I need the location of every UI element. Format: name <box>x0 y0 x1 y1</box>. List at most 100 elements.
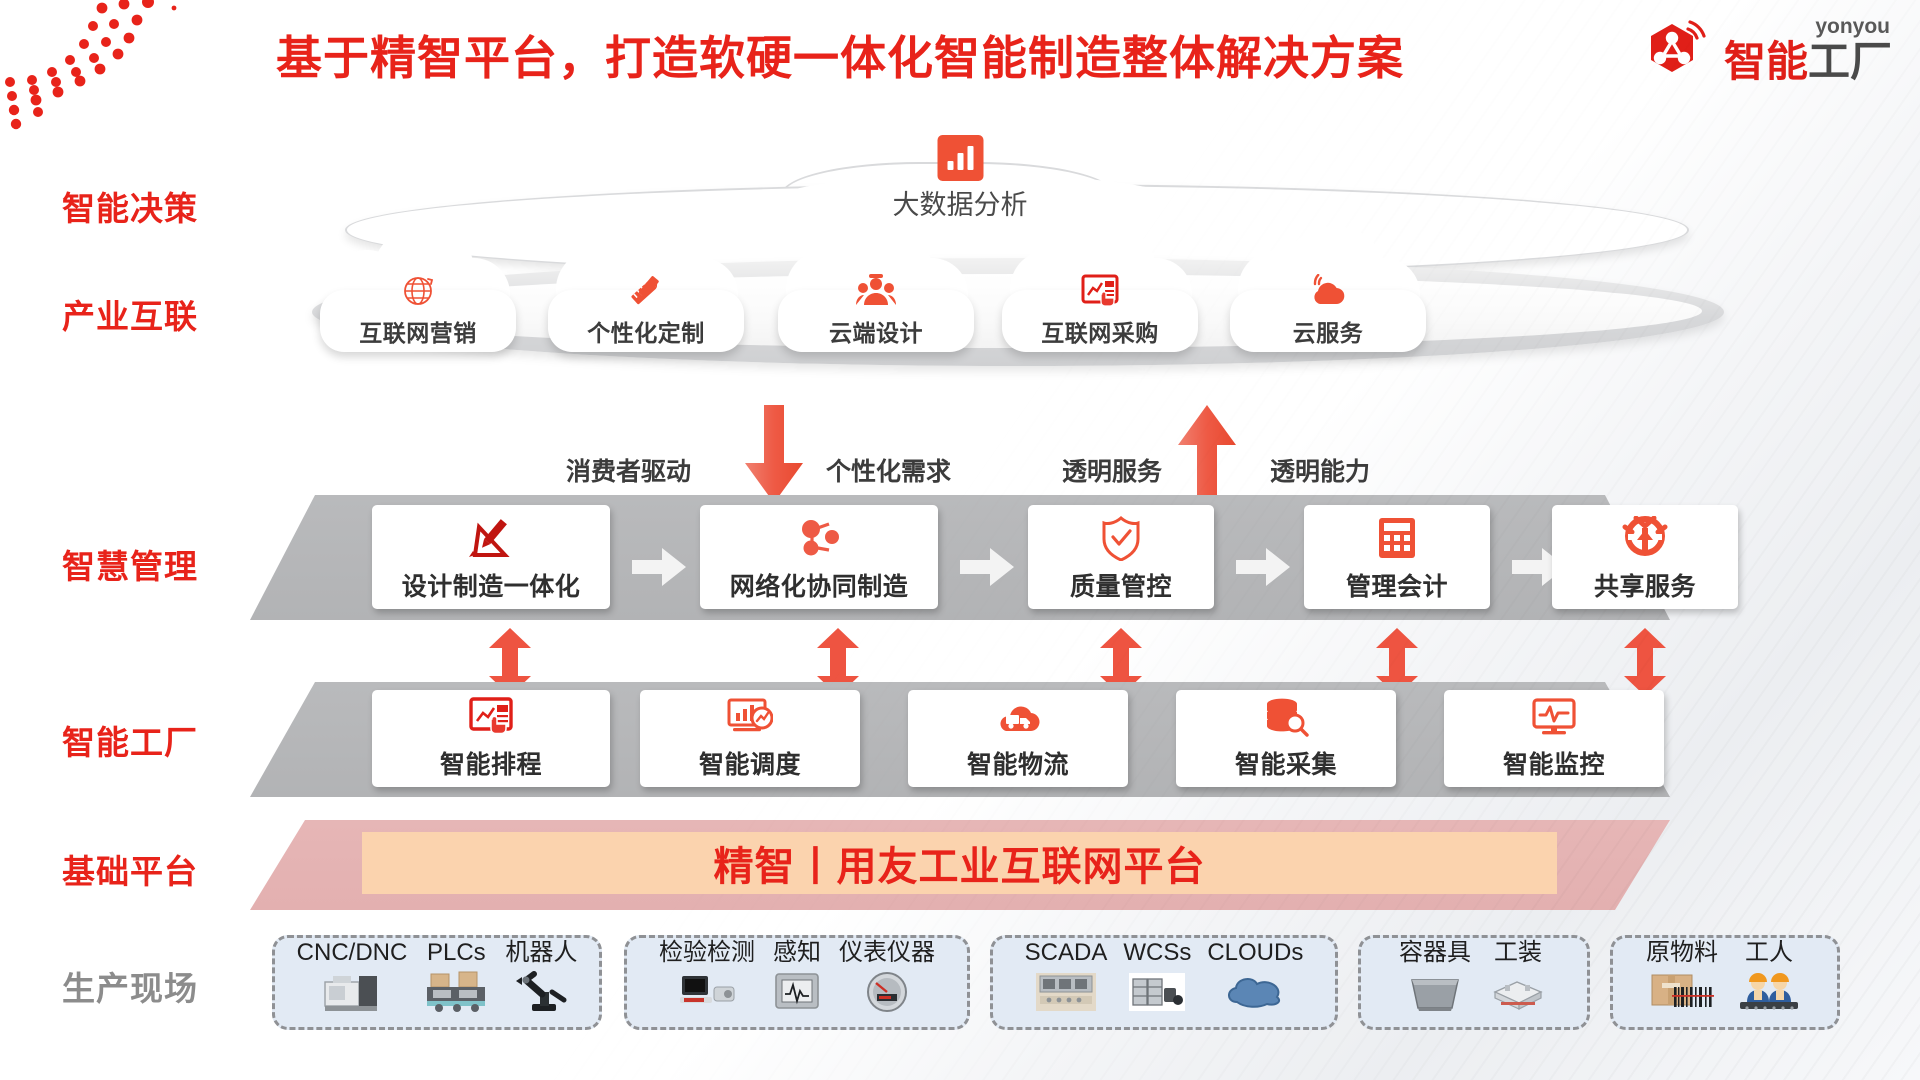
production-item-label: 感知 <box>773 939 821 966</box>
production-item[interactable]: 容器具 <box>1391 939 1479 1018</box>
production-item[interactable]: 仪表仪器 <box>831 939 943 1018</box>
red-double-arrow <box>1100 628 1142 696</box>
plc-rack-icon <box>423 966 489 1018</box>
row-label-production: 生产现场 <box>62 970 198 1007</box>
platform-inner: 精智丨用友工业互联网平台 <box>362 832 1557 894</box>
share-hands-icon <box>1622 511 1668 565</box>
production-item-label: CNC/DNC <box>296 939 408 966</box>
cloud-label: 互联网营销 <box>359 320 477 346</box>
production-item-label: 工装 <box>1494 939 1542 966</box>
barcode-carton-icon <box>1648 966 1716 1018</box>
scada-panel-icon <box>1033 966 1099 1018</box>
big-data-label: 大数据分析 <box>892 190 1028 220</box>
factory-card-smart-logistics[interactable]: 智能物流 <box>908 690 1128 787</box>
mgmt-card-shared-service[interactable]: 共享服务 <box>1552 505 1738 609</box>
factory-card-smart-scheduling[interactable]: 智能排程 <box>372 690 610 787</box>
row-label-platform: 基础平台 <box>62 853 198 890</box>
card-label: 网络化协同制造 <box>729 573 909 601</box>
cloud-item-customization[interactable]: 个性化定制 <box>546 226 746 352</box>
page-title: 基于精智平台，打造软硬一体化智能制造整体解决方案 <box>276 32 1404 84</box>
production-item-label: CLOUDs <box>1207 939 1304 966</box>
inspection-device-icon <box>676 966 738 1018</box>
brand-cn-red: 智能 <box>1723 38 1808 85</box>
production-item[interactable]: WCSs <box>1115 939 1199 1018</box>
big-data-analytics: 大数据分析 <box>893 135 1028 222</box>
card-label: 管理会计 <box>1345 573 1448 601</box>
node-share-icon <box>796 511 842 565</box>
brand-logo: yonyou 智能工厂 <box>1638 14 1892 92</box>
card-label: 智能排程 <box>439 751 542 779</box>
card-label: 设计制造一体化 <box>401 573 581 601</box>
mgmt-card-networked-manufacturing[interactable]: 网络化协同制造 <box>700 505 938 609</box>
card-label: 智能调度 <box>698 751 801 779</box>
cloud-label: 个性化定制 <box>587 320 705 346</box>
red-double-arrow <box>489 628 531 696</box>
production-item[interactable]: 检验检测 <box>651 939 763 1018</box>
factory-card-smart-monitoring[interactable]: 智能监控 <box>1444 690 1664 787</box>
robot-arm-icon <box>512 966 570 1018</box>
production-item-label: 工人 <box>1745 939 1793 966</box>
cloud-label: 互联网采购 <box>1041 320 1159 346</box>
production-item[interactable]: CNC/DNC <box>289 939 416 1018</box>
production-item-label: WCSs <box>1123 939 1192 966</box>
flow-label-transparent-capability: 透明能力 <box>1270 458 1371 486</box>
brand-latin-text: yonyou <box>1815 15 1890 38</box>
production-item[interactable]: PLCs <box>415 939 497 1018</box>
brand-chinese-text: 智能工厂 <box>1724 41 1892 83</box>
red-double-arrow <box>1376 628 1418 696</box>
shield-check-icon <box>1100 511 1142 565</box>
ruler-pen-design-icon <box>467 511 515 565</box>
production-item[interactable]: CLOUDs <box>1199 939 1311 1018</box>
production-item-label: SCADA <box>1024 939 1108 966</box>
production-item-label: 机器人 <box>505 939 578 966</box>
factory-card-smart-collection[interactable]: 智能采集 <box>1176 690 1396 787</box>
database-search-icon <box>1263 690 1309 743</box>
demand-down-arrow <box>745 405 803 503</box>
ruler-pencil-icon <box>546 269 746 313</box>
production-group-systems[interactable]: SCADA WCSs <box>990 935 1338 1030</box>
cloud-item-cloud-design[interactable]: 云端设计 <box>776 226 976 352</box>
card-label: 智能监控 <box>1502 751 1605 779</box>
container-bin-icon <box>1404 966 1466 1018</box>
factory-card-smart-dispatch[interactable]: 智能调度 <box>640 690 860 787</box>
decorative-dots <box>5 0 177 130</box>
white-right-arrow <box>960 548 1014 586</box>
cloud-item-cloud-service[interactable]: 云服务 <box>1228 226 1428 352</box>
dashboard-touch-icon <box>1000 269 1200 313</box>
mgmt-card-quality-control[interactable]: 质量管控 <box>1028 505 1214 609</box>
red-double-arrow <box>1624 628 1666 696</box>
cnc-machine-icon <box>321 966 383 1018</box>
production-item[interactable]: 工装 <box>1479 939 1557 1018</box>
production-item-label: 检验检测 <box>659 939 755 966</box>
mgmt-card-design-manufacture[interactable]: 设计制造一体化 <box>372 505 610 609</box>
mgmt-card-management-accounting[interactable]: 管理会计 <box>1304 505 1490 609</box>
production-item-label: 仪表仪器 <box>839 939 935 966</box>
production-group-equipment[interactable]: CNC/DNC PLCs <box>272 935 602 1030</box>
cloud-item-internet-marketing[interactable]: 互联网营销 <box>318 226 518 352</box>
calculator-icon <box>1376 511 1418 565</box>
production-item[interactable]: 机器人 <box>497 939 585 1018</box>
production-group-materials[interactable]: 原物料 工人 <box>1610 935 1840 1030</box>
flow-label-transparent-service: 透明服务 <box>1062 458 1163 486</box>
workers-icon <box>1734 966 1804 1018</box>
hexagon-network-logo-icon <box>1650 20 1706 72</box>
production-item[interactable]: 工人 <box>1726 939 1812 1018</box>
flow-label-consumer-driven: 消费者驱动 <box>566 458 692 486</box>
production-group-containers[interactable]: 容器具 工装 <box>1358 935 1590 1030</box>
production-item[interactable]: 原物料 <box>1638 939 1726 1018</box>
wcs-rack-icon <box>1126 966 1188 1018</box>
card-label: 智能物流 <box>966 751 1069 779</box>
production-item[interactable]: SCADA <box>1017 939 1116 1018</box>
gauge-meter-icon <box>860 966 914 1018</box>
card-label: 质量管控 <box>1069 573 1172 601</box>
cloud-item-internet-procurement[interactable]: 互联网采购 <box>1000 226 1200 352</box>
production-group-inspection[interactable]: 检验检测 感知 <box>624 935 970 1030</box>
flow-label-personalized-demand: 个性化需求 <box>826 458 952 486</box>
capability-up-arrow <box>1178 405 1236 503</box>
cloud-label: 云端设计 <box>829 320 923 346</box>
white-right-arrow <box>632 548 686 586</box>
row-label-industry: 产业互联 <box>62 298 198 335</box>
schedule-touch-icon <box>469 690 513 743</box>
production-item[interactable]: 感知 <box>763 939 831 1018</box>
